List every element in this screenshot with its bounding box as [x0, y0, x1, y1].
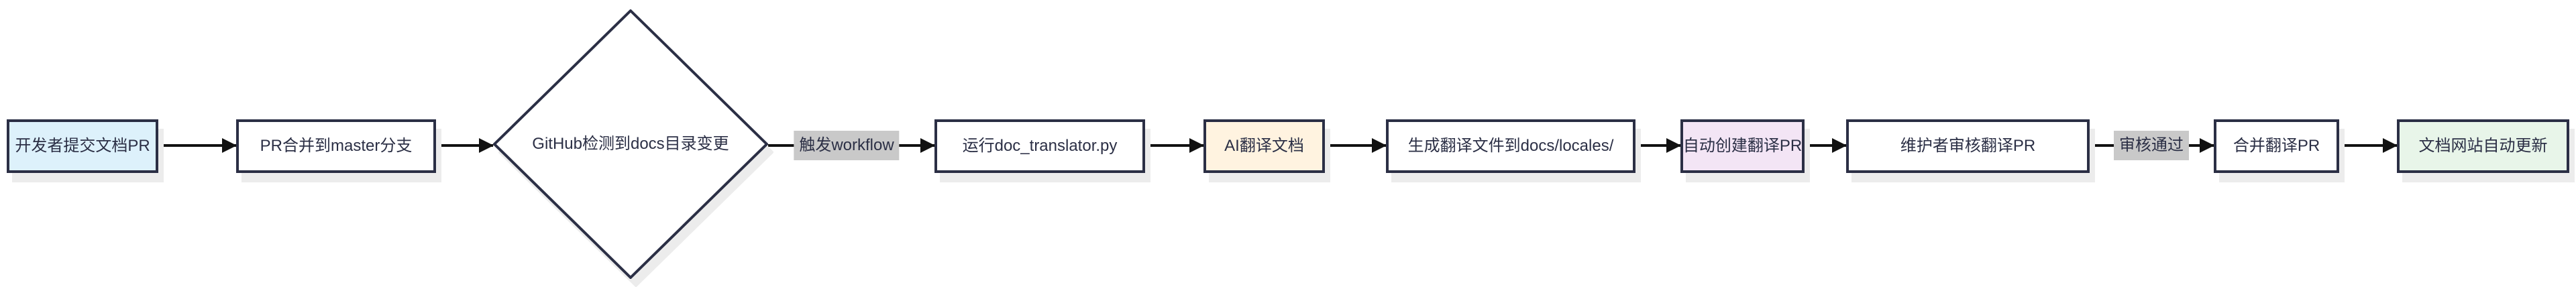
- flow-node-pr-merge-master: PR合并到master分支: [236, 119, 436, 173]
- flow-node-maintainer-review-pr: 维护者审核翻译PR: [1846, 119, 2090, 173]
- edge-label-review-passed: 审核通过: [2114, 131, 2189, 160]
- flow-node-github-detect-docs-change: GitHub检测到docs目录变更: [493, 9, 768, 279]
- flow-arrow-f-g: [1635, 138, 1681, 153]
- flow-arrow-d-e: [1145, 138, 1204, 153]
- diamond-shape: [493, 9, 768, 279]
- flow-node-merge-translation-pr: 合并翻译PR: [2214, 119, 2339, 173]
- flow-arrow-i-j: [2339, 138, 2398, 153]
- flow-node-run-doc-translator: 运行doc_translator.py: [934, 119, 1145, 173]
- flow-arrow-g-h: [1805, 138, 1847, 153]
- flow-node-ai-translate: AI翻译文档: [1203, 119, 1325, 173]
- flow-node-label: GitHub检测到docs目录变更: [532, 135, 729, 153]
- flow-arrow-a-b: [158, 138, 237, 153]
- flow-node-developer-submit-pr: 开发者提交文档PR: [7, 119, 158, 173]
- flow-node-docs-site-auto-update: 文档网站自动更新: [2397, 119, 2569, 173]
- edge-label-trigger-workflow: 触发workflow: [794, 131, 900, 160]
- flow-node-generate-locales: 生成翻译文件到docs/locales/: [1386, 119, 1635, 173]
- flow-arrow-e-f: [1325, 138, 1387, 153]
- flow-arrow-b-c: [436, 138, 494, 153]
- flow-node-auto-create-pr: 自动创建翻译PR: [1680, 119, 1805, 173]
